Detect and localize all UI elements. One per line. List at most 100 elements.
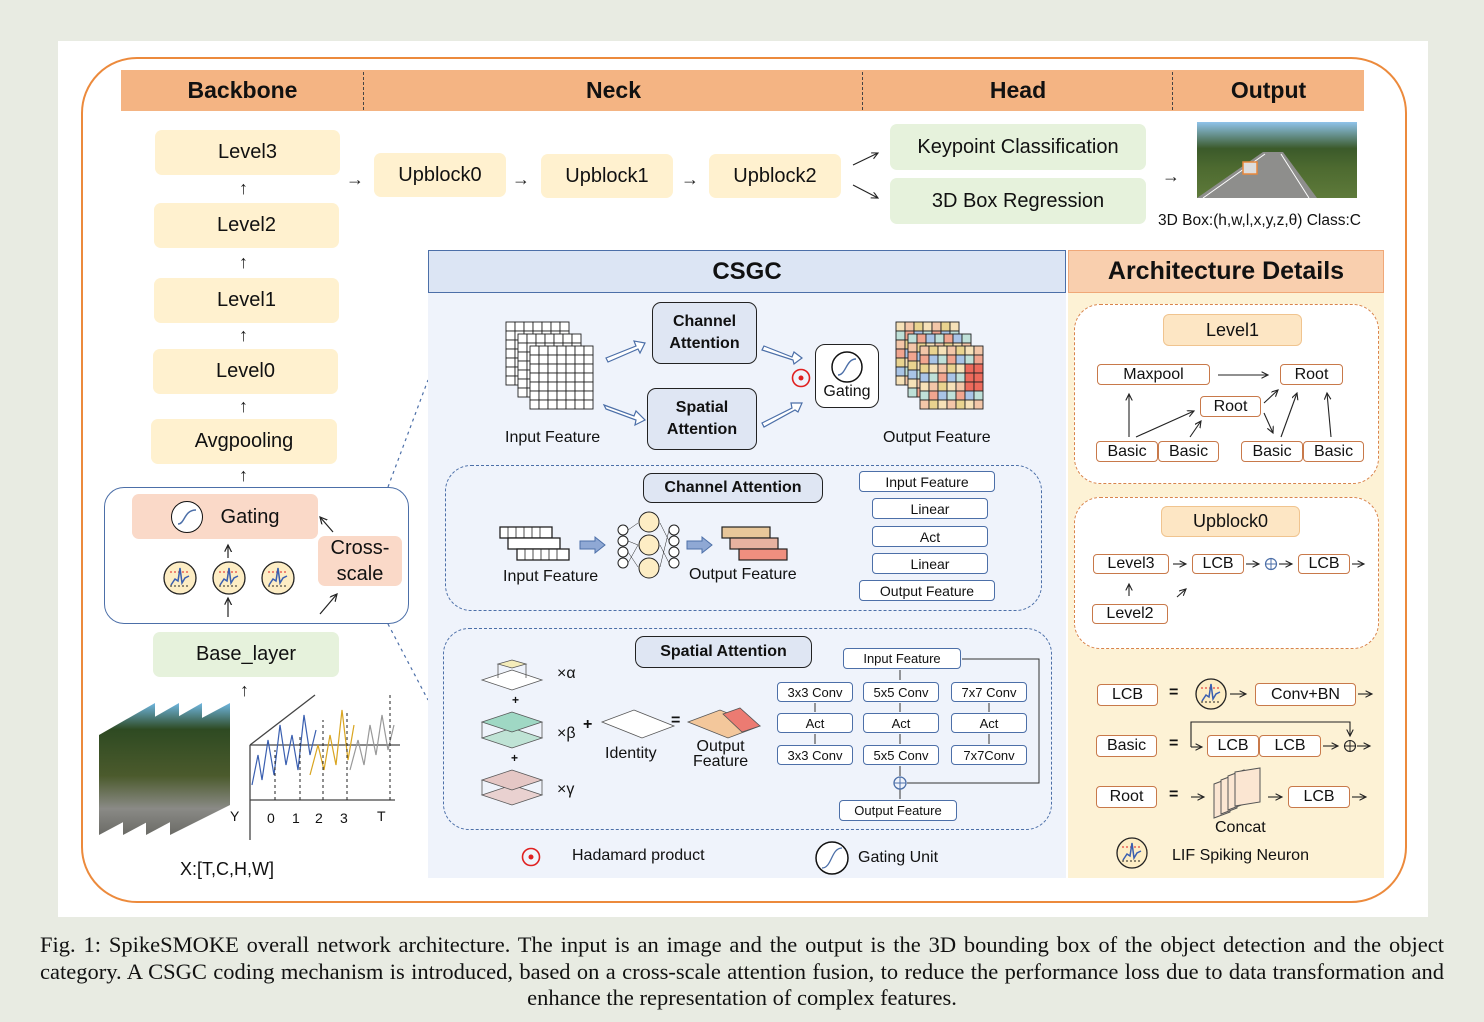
lcb-block: LCB — [1207, 735, 1259, 757]
lcb-block: LCB — [1298, 554, 1350, 574]
channel-pipeline-output: Output Feature — [859, 580, 995, 601]
gating-unit-icon — [815, 841, 849, 875]
beta-weight: ×β — [557, 725, 576, 742]
level2-block: Level2 — [1092, 604, 1168, 624]
time-tick: 2 — [315, 810, 323, 826]
hadamard-product-icon — [791, 368, 811, 388]
basic-block: Basic — [1096, 441, 1158, 462]
level3-block: Level3 — [1093, 554, 1169, 574]
header-backbone: Backbone — [121, 70, 364, 111]
lif-neuron-icon — [261, 561, 295, 600]
branch-3x3-conv: 3x3 Conv — [777, 745, 853, 765]
csgc-title: CSGC — [428, 250, 1066, 293]
cross-scale-label: scale — [336, 563, 384, 585]
equals-sign: = — [1169, 735, 1179, 752]
time-tick: 3 — [340, 810, 348, 826]
output-label-line: Output — [696, 738, 745, 755]
basic-block: Basic — [1158, 441, 1219, 462]
spatial-attention-label: Attention — [666, 421, 738, 438]
basic-def-label: Basic — [1096, 735, 1157, 757]
neck-upblock2: Upblock2 — [709, 154, 841, 198]
branch-5x5-conv: 5x5 Conv — [863, 682, 939, 702]
channel-attention-block: Channel Attention — [652, 302, 757, 364]
conv-bn-block: Conv+BN — [1255, 683, 1356, 706]
lif-neuron-icon — [163, 561, 197, 600]
channel-output-feature-label: Output Feature — [689, 566, 797, 583]
channel-attention-section — [445, 465, 1042, 611]
lcb-block: LCB — [1259, 735, 1321, 757]
equals-sign: = — [671, 712, 681, 729]
figure-frame — [81, 57, 1407, 903]
backbone-level0: Level0 — [153, 349, 338, 394]
neck-upblock1: Upblock1 — [541, 154, 673, 198]
branch-7x7-conv: 7x7 Conv — [951, 682, 1027, 702]
basic-block: Basic — [1303, 441, 1364, 462]
lif-neuron-icon — [1115, 836, 1149, 875]
header-output: Output — [1173, 70, 1364, 111]
base-layer-block: Base_layer — [153, 632, 339, 677]
root-block: Root — [1280, 364, 1343, 385]
alpha-weight: ×α — [557, 665, 576, 682]
figure-caption: Fig. 1: SpikeSMOKE overall network archi… — [40, 932, 1444, 1010]
spatial-pipeline-output: Output Feature — [839, 800, 957, 821]
identity-label: Identity — [605, 745, 657, 762]
basic-block: Basic — [1241, 441, 1303, 462]
channel-input-feature-label: Input Feature — [503, 568, 599, 585]
time-tick: 1 — [292, 810, 300, 826]
channel-pipeline-linear: Linear — [872, 553, 988, 574]
arrow-right-icon: → — [346, 169, 364, 189]
lcb-block: LCB — [1192, 554, 1244, 574]
arrow-up-icon: ↑ — [240, 680, 249, 700]
level1-detail-title: Level1 — [1163, 314, 1302, 346]
keypoint-classification-block: Keypoint Classification — [890, 124, 1146, 170]
spatial-attention-label: Spatial — [675, 399, 729, 416]
plus-sign: + — [512, 693, 520, 707]
backbone-level2: Level2 — [154, 203, 339, 248]
concat-icon — [1213, 767, 1261, 819]
spatial-pipeline-input: Input Feature — [843, 648, 961, 669]
spike-time-series-plot — [249, 694, 400, 840]
header-head: Head — [863, 70, 1173, 111]
arrow-up-icon: ↑ — [239, 178, 248, 198]
input-image-stack — [99, 703, 230, 835]
output-detection-image — [1197, 122, 1357, 199]
architecture-details-title: Architecture Details — [1068, 250, 1384, 293]
equals-sign: = — [1169, 684, 1179, 701]
legend-gating-unit-label: Gating Unit — [858, 849, 939, 866]
equals-sign: = — [1169, 786, 1179, 803]
backbone-level3: Level3 — [155, 130, 340, 175]
concat-label: Concat — [1215, 819, 1266, 836]
upblock0-detail-title: Upblock0 — [1161, 506, 1300, 537]
channel-attention-label: Channel — [672, 313, 737, 330]
channel-attention-diagram — [499, 511, 788, 579]
spatial-attention-title: Spatial Attention — [635, 636, 812, 668]
header-divider — [1172, 72, 1173, 110]
cross-scale-label: Cross- — [330, 537, 390, 559]
arrow-up-icon: ↑ — [239, 252, 248, 272]
hadamard-product-icon — [521, 847, 541, 867]
spatial-output-feature-label: Output Feature — [693, 738, 749, 770]
channel-pipeline-act: Act — [872, 526, 988, 547]
arrow-right-icon: → — [512, 169, 530, 189]
gating-label: Gating — [220, 505, 280, 528]
axis-y-label: Y — [230, 808, 240, 824]
legend-hadamard-label: Hadamard product — [572, 847, 705, 864]
lif-neuron-icon — [212, 561, 246, 600]
box-regression-block: 3D Box Regression — [890, 178, 1146, 224]
output-label-line: Feature — [693, 753, 749, 770]
header-neck: Neck — [364, 70, 863, 111]
arrow-right-icon: → — [681, 169, 699, 189]
gating-unit-block: Gating — [815, 344, 879, 408]
sigmoid-gating-icon — [831, 351, 863, 383]
spatial-attention-diagram — [480, 659, 762, 806]
backbone-level1: Level1 — [154, 278, 339, 323]
neck-upblock0: Upblock0 — [374, 153, 506, 197]
branch-3x3-conv: 3x3 Conv — [777, 682, 853, 702]
